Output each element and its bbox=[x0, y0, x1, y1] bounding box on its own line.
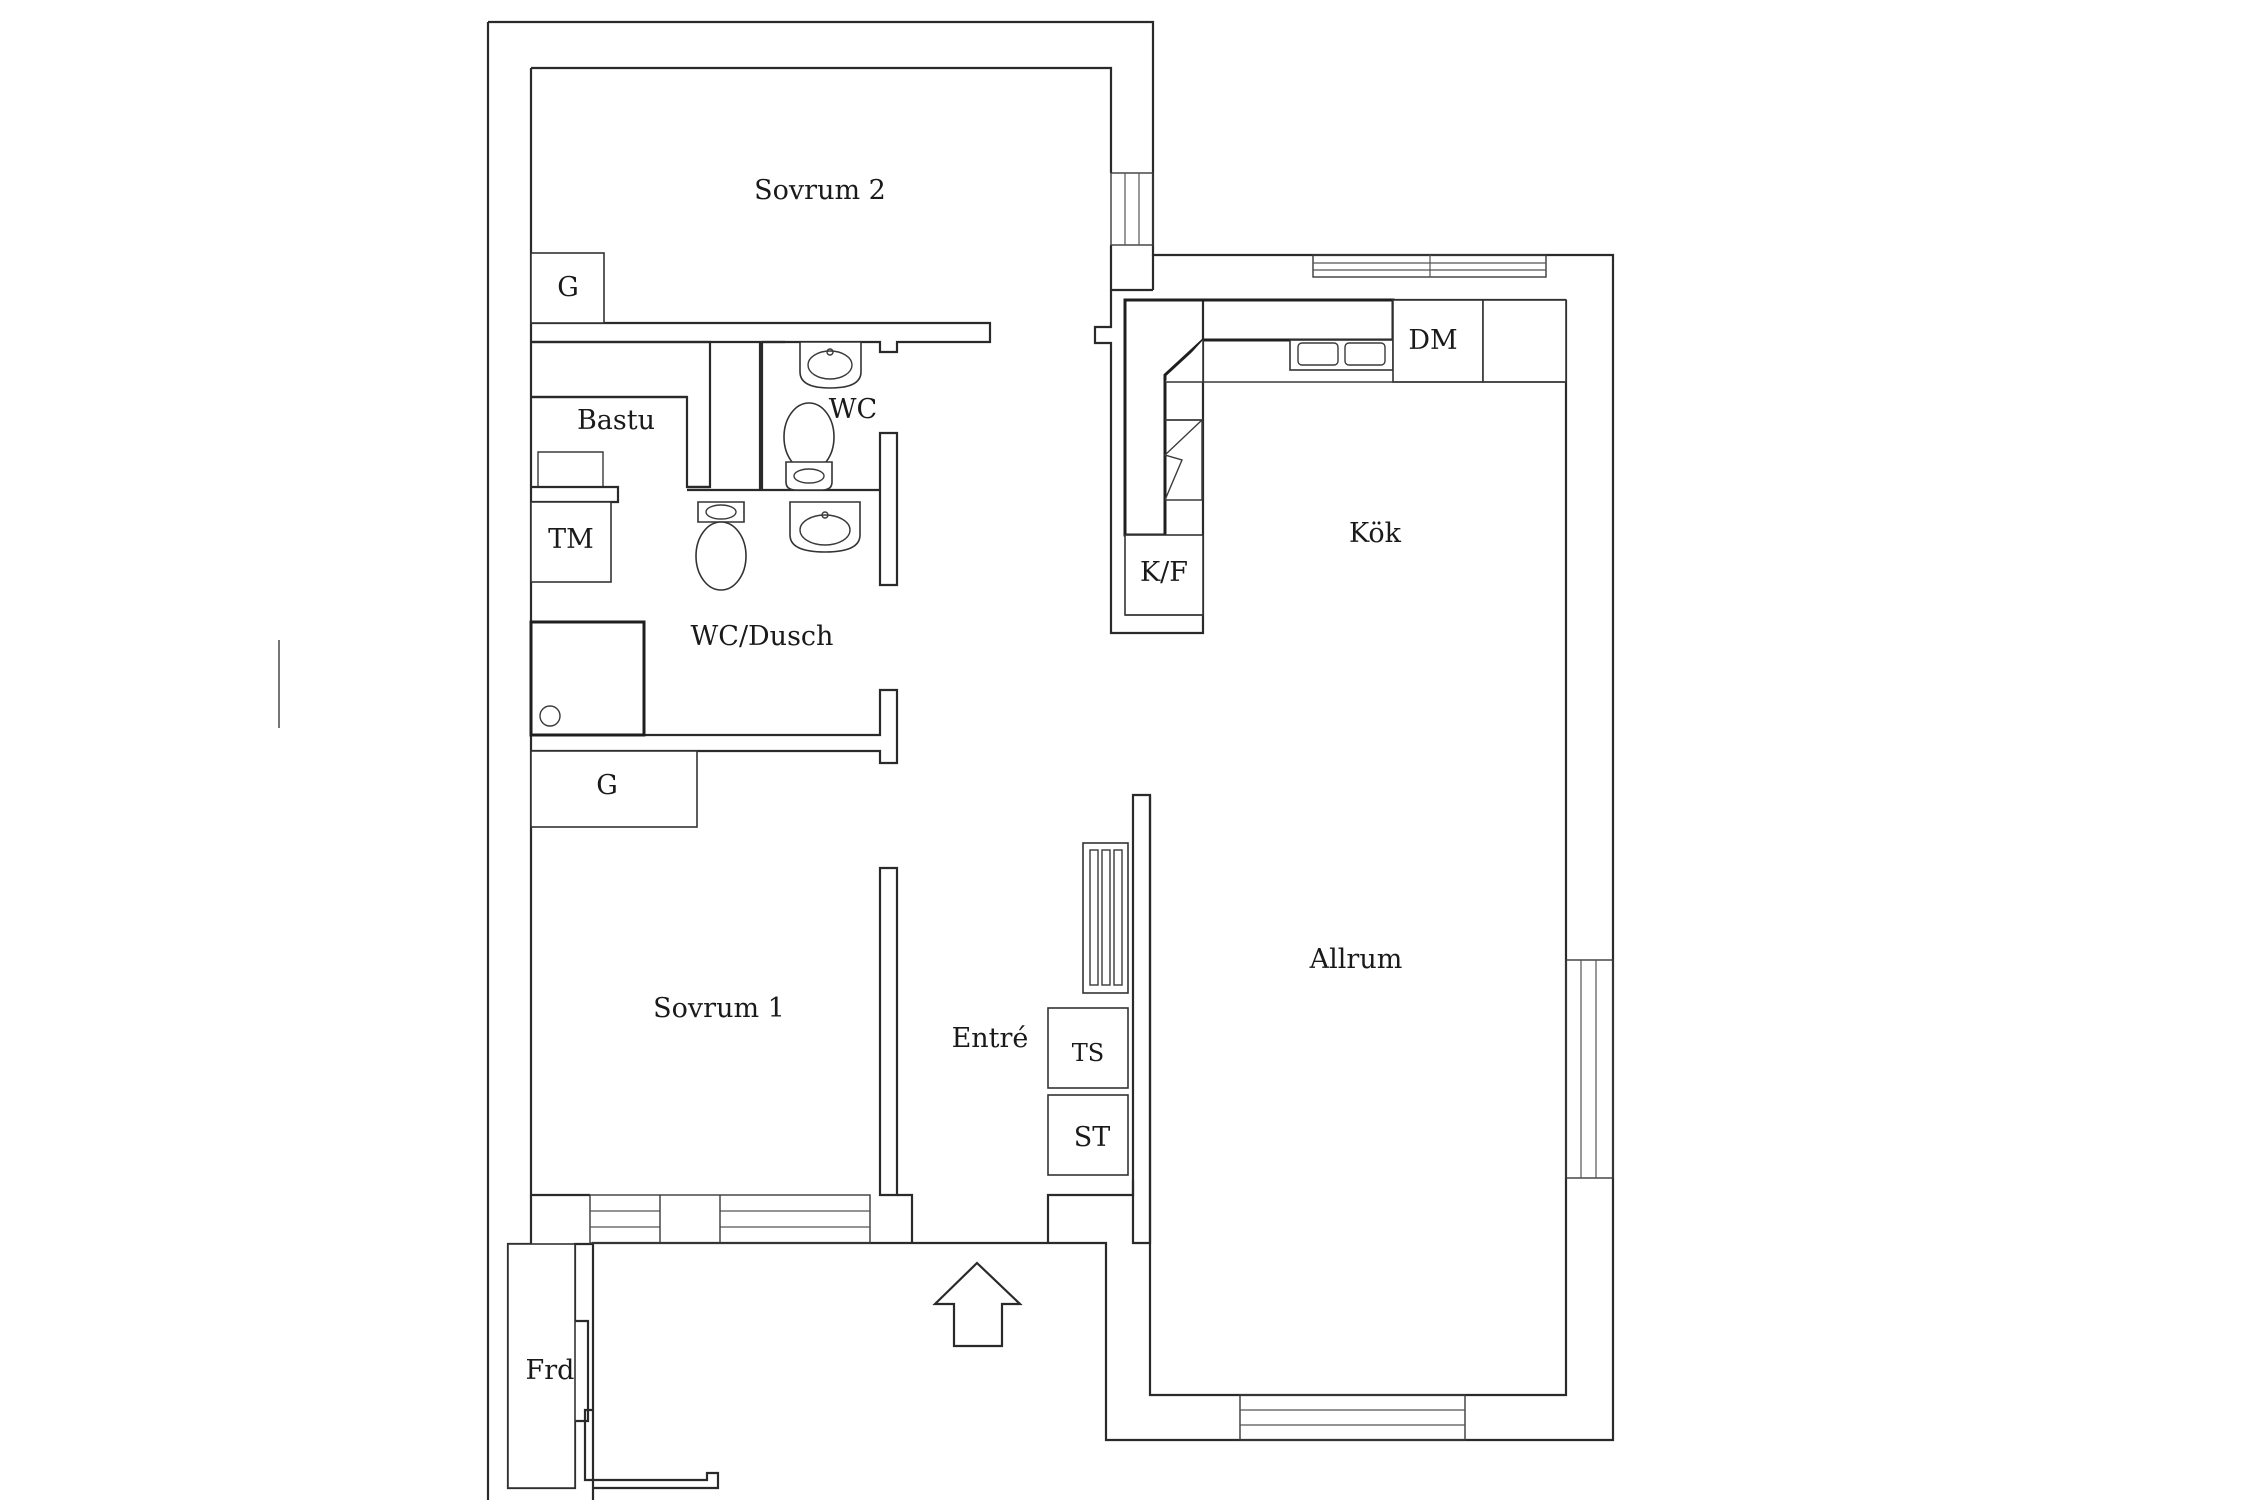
garderob-mid bbox=[530, 750, 698, 828]
room-label-sovrum1: Sovrum 1 bbox=[653, 993, 785, 1024]
fixture-labels: G TM G DM K/F TS ST bbox=[548, 272, 1457, 1153]
interior-walls bbox=[531, 290, 1566, 1245]
forrad bbox=[507, 1243, 576, 1489]
diskmaskin bbox=[1392, 299, 1484, 383]
sink-icon bbox=[799, 341, 862, 389]
shower-drain-icon bbox=[539, 705, 561, 727]
fixture-label-ts: TS bbox=[1072, 1039, 1104, 1067]
entry-arrow-icon bbox=[932, 1261, 1023, 1348]
fixture-label-dm: DM bbox=[1408, 325, 1457, 356]
fixture-label-garderob-mid: G bbox=[596, 770, 618, 801]
sink-icon bbox=[789, 501, 861, 553]
room-labels: Sovrum 2 Bastu WC WC/Dusch Kök Allrum So… bbox=[526, 175, 1403, 1386]
room-label-bastu: Bastu bbox=[577, 405, 655, 436]
toilet-icon bbox=[783, 402, 835, 491]
torkskap bbox=[1047, 1007, 1129, 1089]
room-label-sovrum2: Sovrum 2 bbox=[754, 175, 886, 206]
room-label-frd: Frd bbox=[526, 1355, 575, 1386]
stadskap bbox=[1047, 1094, 1129, 1176]
room-label-entre: Entré bbox=[952, 1023, 1029, 1054]
fixture-label-kf: K/F bbox=[1140, 557, 1188, 588]
toilet-icon bbox=[695, 501, 747, 591]
room-label-allrum: Allrum bbox=[1309, 944, 1403, 975]
fixture-label-garderob-top: G bbox=[557, 272, 579, 303]
stove-icon bbox=[1163, 419, 1204, 501]
fixture-label-st: ST bbox=[1074, 1122, 1111, 1153]
kitchen-sink-icon bbox=[1289, 339, 1394, 371]
kitchen-cabinet bbox=[1482, 299, 1567, 383]
fixtures bbox=[507, 252, 1567, 1489]
shower bbox=[529, 620, 646, 737]
room-label-wc-dusch: WC/Dusch bbox=[691, 621, 834, 652]
fixture-label-tm: TM bbox=[548, 524, 594, 555]
windows bbox=[278, 172, 1614, 1441]
radiator-icon bbox=[1082, 842, 1129, 994]
room-label-kok: Kök bbox=[1349, 518, 1402, 549]
room-label-wc: WC bbox=[829, 394, 877, 425]
tvattmaskin bbox=[530, 501, 612, 583]
garderob-top bbox=[530, 252, 605, 324]
kyl-frys bbox=[1124, 534, 1204, 616]
